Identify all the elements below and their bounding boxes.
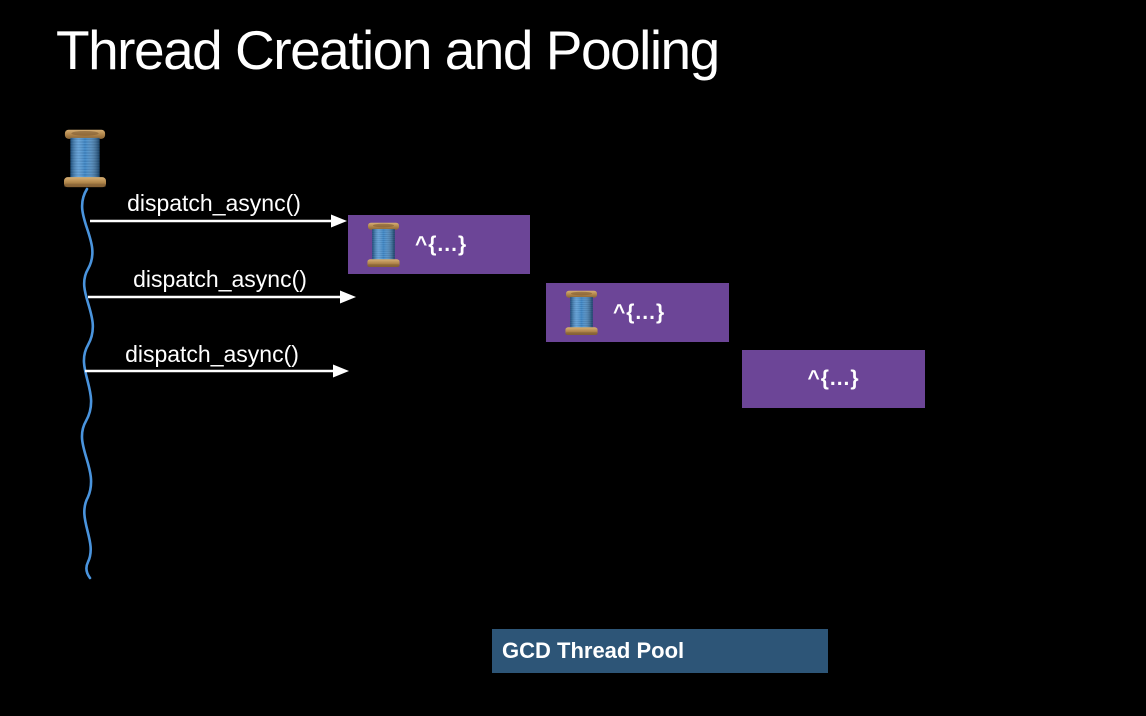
block-label: ^{...} xyxy=(807,367,860,390)
block-label: ^{...} xyxy=(415,232,468,256)
block-label: ^{...} xyxy=(613,300,666,324)
block-box-1: ^{...} xyxy=(348,215,530,274)
dispatch-async-label-2: dispatch_async() xyxy=(133,266,307,292)
dispatch-async-label-3: dispatch_async() xyxy=(125,341,299,367)
thread-spool-icon xyxy=(367,222,400,267)
slide-title: Thread Creation and Pooling xyxy=(56,19,720,81)
gcd-thread-pool-label: GCD Thread Pool xyxy=(502,638,685,663)
block-box-2: ^{...} xyxy=(546,283,729,342)
thread-spool-icon xyxy=(64,126,106,190)
block-box-3: ^{...} xyxy=(742,350,925,408)
dispatch-async-label-1: dispatch_async() xyxy=(127,190,301,216)
thread-spool-icon xyxy=(565,290,598,335)
gcd-thread-pool-box: GCD Thread Pool xyxy=(492,629,828,673)
thread-line xyxy=(80,187,95,580)
